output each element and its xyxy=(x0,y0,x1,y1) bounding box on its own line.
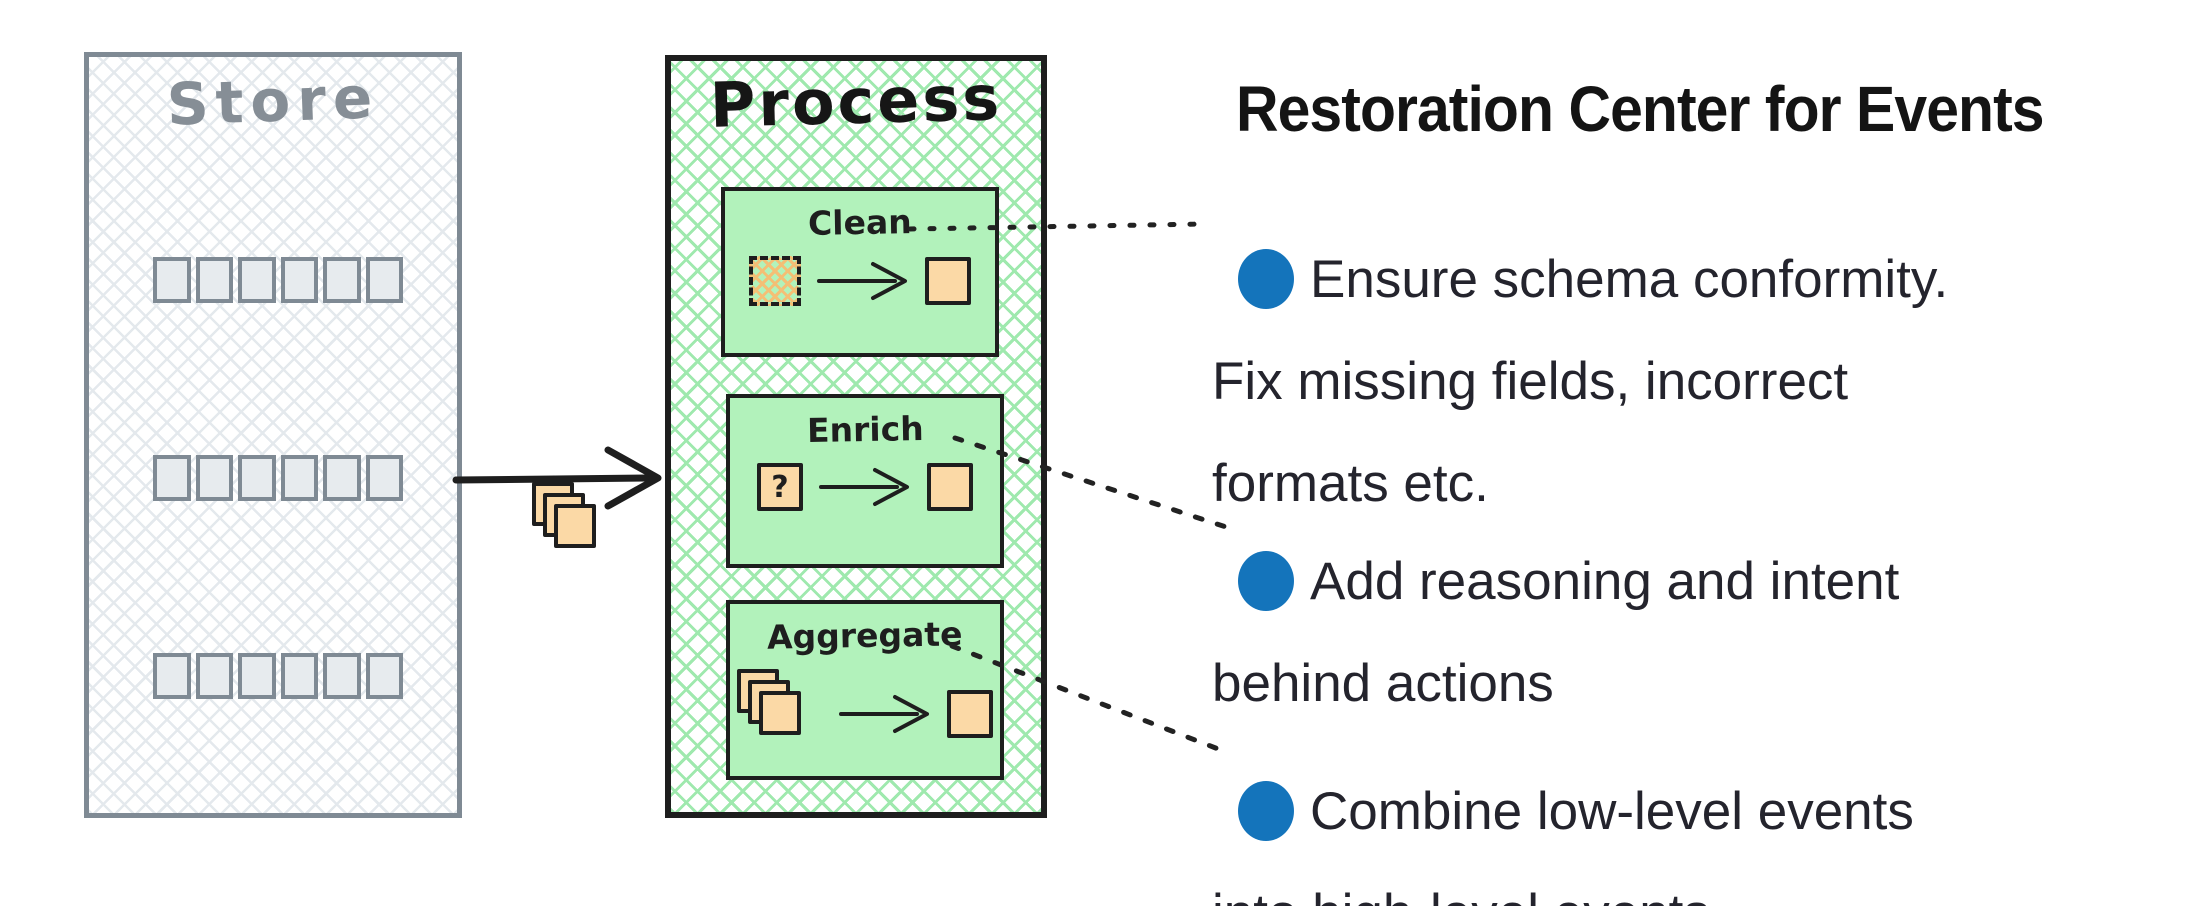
bullet-enrich-note: Add reasoning and intent behind actions xyxy=(1212,531,2042,735)
memory-cell xyxy=(323,653,361,699)
memory-strip xyxy=(153,257,403,303)
store-title: Store xyxy=(165,63,381,139)
dirty-event-icon xyxy=(749,256,801,306)
unknown-event-icon: ? xyxy=(757,463,803,511)
memory-cell xyxy=(323,257,361,303)
bullet-line: behind actions xyxy=(1212,654,1554,713)
bullet-line: formats etc. xyxy=(1212,454,1489,513)
memory-cell xyxy=(280,653,318,699)
bullet-dot-icon xyxy=(1238,551,1294,611)
page-title: Restoration Center for Events xyxy=(1236,73,2045,145)
memory-cell xyxy=(280,455,318,501)
bullet-clean-note: Ensure schema conformity. Fix missing fie… xyxy=(1212,229,2042,535)
step-enrich-label: Enrich xyxy=(806,408,924,451)
memory-cell xyxy=(153,455,191,501)
memory-cell xyxy=(365,653,403,699)
store-to-process-arrow-icon xyxy=(452,446,662,510)
bullet-line: into high-level events xyxy=(1212,863,2042,906)
bullet-line: Ensure schema conformity. xyxy=(1310,250,1949,309)
memory-cell xyxy=(195,257,233,303)
events-stack-icon xyxy=(532,482,618,572)
memory-cell xyxy=(323,455,361,501)
step-enrich: Enrich ? xyxy=(726,394,1004,568)
memory-cell xyxy=(195,455,233,501)
memory-cell xyxy=(238,257,276,303)
memory-cell xyxy=(365,257,403,303)
process-title: Process xyxy=(708,61,1004,142)
memory-cell xyxy=(195,653,233,699)
transform-arrow-icon xyxy=(839,695,929,733)
high-level-event-icon xyxy=(947,690,993,738)
enriched-event-icon xyxy=(927,463,973,511)
step-clean: Clean xyxy=(721,187,999,357)
memory-cell xyxy=(238,653,276,699)
transform-arrow-icon xyxy=(819,468,909,506)
memory-strip xyxy=(153,455,403,501)
question-mark: ? xyxy=(771,469,789,505)
memory-cell xyxy=(238,455,276,501)
transform-arrow-icon xyxy=(817,262,907,300)
low-level-events-stack-icon xyxy=(737,669,823,759)
memory-cell xyxy=(153,257,191,303)
step-aggregate-label: Aggregate xyxy=(766,614,964,657)
bullet-dot-icon xyxy=(1238,781,1294,841)
process-box: Process Clean Enrich ? xyxy=(665,55,1047,818)
store-box: Store xyxy=(84,52,462,818)
memory-cell xyxy=(280,257,318,303)
memory-strip xyxy=(153,653,403,699)
memory-cell xyxy=(365,455,403,501)
step-aggregate: Aggregate xyxy=(726,600,1004,780)
bullet-line: Fix missing fields, incorrect xyxy=(1212,352,1849,411)
step-clean-label: Clean xyxy=(807,202,913,243)
bullet-aggregate-note: Combine low-level events into high-level … xyxy=(1212,761,2042,906)
bullet-dot-icon xyxy=(1238,249,1294,309)
bullet-line: Add reasoning and intent xyxy=(1310,552,1900,611)
memory-cell xyxy=(153,653,191,699)
clean-event-icon xyxy=(925,257,971,305)
bullet-line: Combine low-level events xyxy=(1310,782,1914,841)
